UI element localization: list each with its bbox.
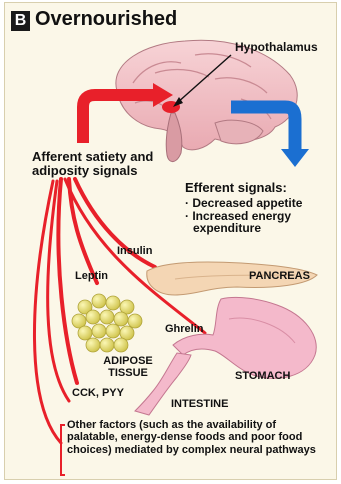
intestine-label: INTESTINE <box>171 399 228 411</box>
efferent-item: Decreased appetite <box>185 197 302 210</box>
panel-letter: B <box>11 11 30 31</box>
other-factors-text: Other factors (such as the availability … <box>67 419 329 456</box>
stomach-illustration <box>173 297 316 378</box>
stomach-label: STOMACH <box>235 371 290 383</box>
pancreas-label: PANCREAS <box>249 271 310 283</box>
afferent-signals-label: Afferent satiety and adiposity signals <box>32 150 162 177</box>
hypothalamus-label: Hypothalamus <box>235 41 318 54</box>
efferent-item: expenditure <box>185 222 302 235</box>
efferent-signals-heading: Efferent signals: <box>185 181 287 195</box>
panel-title: Overnourished <box>35 9 177 30</box>
other-factors-bracket <box>61 425 65 475</box>
adipose-tissue-label: ADIPOSE TISSUE <box>97 356 159 379</box>
insulin-label: Insulin <box>117 246 152 258</box>
efferent-signals-list: Decreased appetite Increased energy expe… <box>185 197 302 235</box>
leptin-label: Leptin <box>75 271 108 283</box>
adipose-cluster <box>72 294 142 352</box>
diagram-panel: B Overnourished Hypothalamus Afferent sa… <box>4 2 337 480</box>
cck-pyy-label: CCK, PYY <box>72 388 124 400</box>
ghrelin-label: Ghrelin <box>165 324 204 336</box>
